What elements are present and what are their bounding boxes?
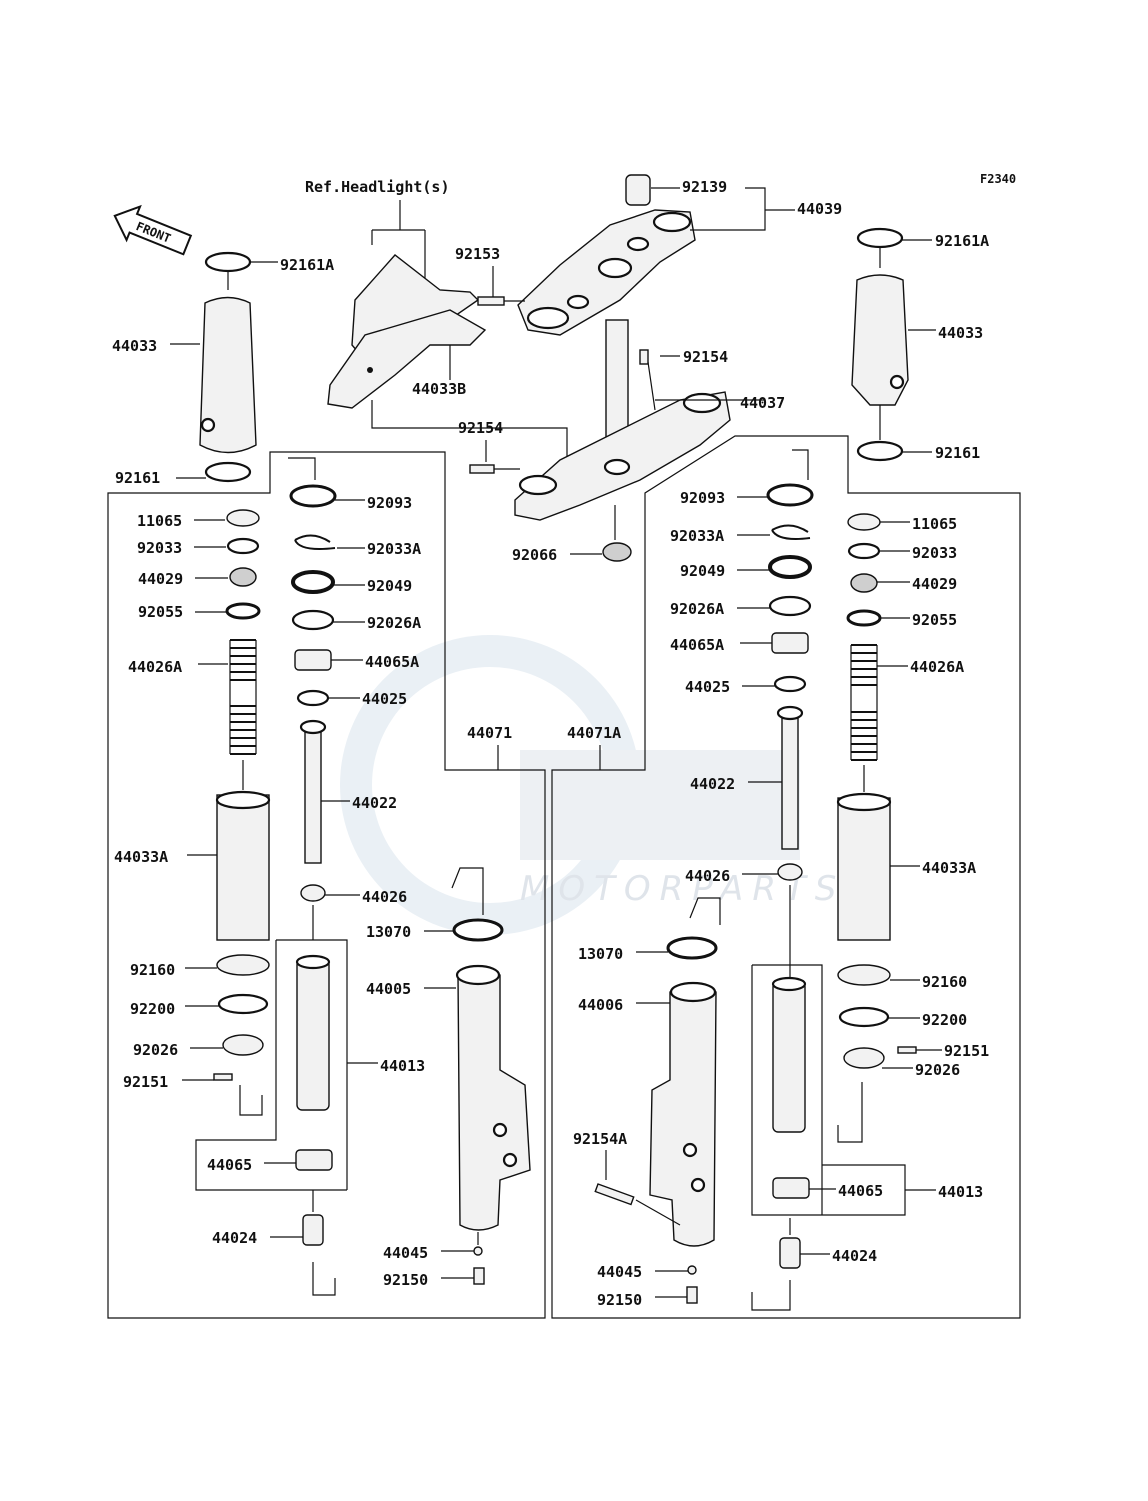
right-fork-cover (851, 274, 909, 406)
label-11065-left: 11065 (137, 512, 182, 530)
watermark-logo: MOTORPARTS (340, 635, 836, 935)
label-44026A-left: 44026A (128, 658, 182, 676)
headlight-bracket (327, 254, 487, 409)
label-44065A-right: 44065A (670, 636, 724, 654)
label-92160-left: 92160 (130, 961, 175, 979)
label-92033A-left: 92033A (367, 540, 421, 558)
label-92026A-right: 92026A (670, 600, 724, 618)
label-92049-left: 92049 (367, 577, 412, 595)
label-44033-left: 44033 (112, 337, 157, 355)
ref-headlight-label: Ref.Headlight(s) (305, 178, 450, 196)
label-92154A-right: 92154A (573, 1130, 627, 1148)
label-92200-left: 92200 (130, 1000, 175, 1018)
left-outer-tube (455, 964, 531, 1231)
label-92154-lower: 92154 (458, 419, 503, 437)
label-92160-right: 92160 (922, 973, 967, 991)
left-fork-cover (199, 296, 257, 454)
label-92026A-left: 92026A (367, 614, 421, 632)
label-44024-left: 44024 (212, 1229, 257, 1247)
label-44071A: 44071A (567, 724, 621, 742)
label-44024-right: 44024 (832, 1247, 877, 1265)
label-44065-right: 44065 (838, 1182, 883, 1200)
label-92153: 92153 (455, 245, 500, 263)
label-92161A-right: 92161A (935, 232, 989, 250)
label-44029-left: 44029 (138, 570, 183, 588)
label-92093-left: 92093 (367, 494, 412, 512)
upper-triple-clamp (517, 174, 696, 336)
label-92151-right: 92151 (944, 1042, 989, 1060)
label-92200-right: 92200 (922, 1011, 967, 1029)
label-44045-right: 44045 (597, 1263, 642, 1281)
label-44022-left: 44022 (352, 794, 397, 812)
label-44006-right: 44006 (578, 996, 623, 1014)
label-44071: 44071 (467, 724, 512, 742)
label-44026-right: 44026 (685, 867, 730, 885)
label-44005-left: 44005 (366, 980, 411, 998)
label-44025-right: 44025 (685, 678, 730, 696)
label-92161-right: 92161 (935, 444, 980, 462)
front-arrow-icon: FRONT (113, 204, 193, 256)
label-44037: 44037 (740, 394, 785, 412)
label-44045-left: 44045 (383, 1244, 428, 1262)
label-92093-right: 92093 (680, 489, 725, 507)
label-13070-right: 13070 (578, 945, 623, 963)
label-44029-right: 44029 (912, 575, 957, 593)
label-92033A-right: 92033A (670, 527, 724, 545)
label-44013-left: 44013 (380, 1057, 425, 1075)
label-44039: 44039 (797, 200, 842, 218)
label-44065-left: 44065 (207, 1156, 252, 1174)
label-92055-left: 92055 (138, 603, 183, 621)
label-92139: 92139 (682, 178, 727, 196)
label-92033-right: 92033 (912, 544, 957, 562)
label-44013-right: 44013 (938, 1183, 983, 1201)
lower-triple-clamp (514, 319, 731, 521)
label-92161-left: 92161 (115, 469, 160, 487)
right-outer-tube (649, 981, 717, 1247)
label-92049-right: 92049 (680, 562, 725, 580)
label-92151-left: 92151 (123, 1073, 168, 1091)
label-44026A-right: 44026A (910, 658, 964, 676)
right-spring (850, 644, 878, 761)
figure-code: F2340 (980, 172, 1016, 186)
label-92026-left: 92026 (133, 1041, 178, 1059)
label-92055-right: 92055 (912, 611, 957, 629)
label-11065-right: 11065 (912, 515, 957, 533)
left-spring (229, 639, 257, 755)
label-92161A-left: 92161A (280, 256, 334, 274)
label-44022-right: 44022 (690, 775, 735, 793)
label-92150-right: 92150 (597, 1291, 642, 1309)
label-44033A-right: 44033A (922, 859, 976, 877)
label-92150-left: 92150 (383, 1271, 428, 1289)
right-fork-box (551, 435, 1021, 1319)
left-fork-box (107, 451, 546, 1319)
label-92066: 92066 (512, 546, 557, 564)
label-44026-left: 44026 (362, 888, 407, 906)
label-44025-left: 44025 (362, 690, 407, 708)
label-44033B: 44033B (412, 380, 466, 398)
label-92154-upper: 92154 (683, 348, 728, 366)
label-44033A-left: 44033A (114, 848, 168, 866)
label-44033-right: 44033 (938, 324, 983, 342)
label-92026-right: 92026 (915, 1061, 960, 1079)
label-92033-left: 92033 (137, 539, 182, 557)
label-44065A-left: 44065A (365, 653, 419, 671)
label-13070-left: 13070 (366, 923, 411, 941)
